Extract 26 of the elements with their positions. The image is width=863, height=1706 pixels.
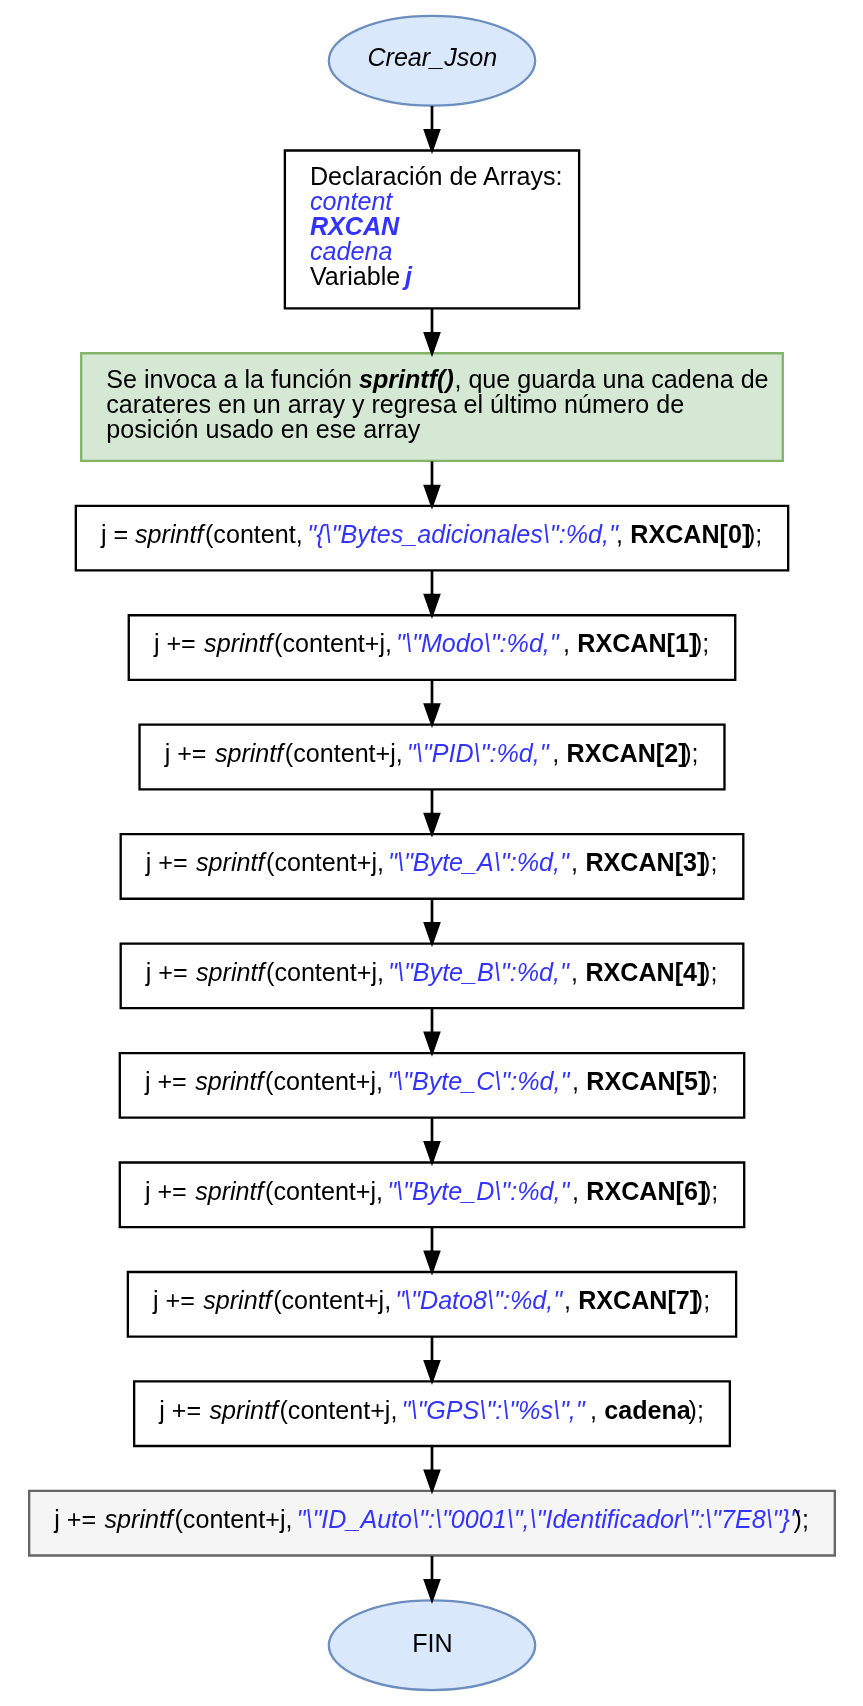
arrow xyxy=(422,1117,441,1167)
arrow xyxy=(422,789,441,838)
arrow xyxy=(422,898,441,948)
arrow xyxy=(422,105,441,155)
node-box: j += sprintf(content+j, "\"Byte_B\":%d,", RXCAN[4]); xyxy=(119,942,744,1010)
arrow xyxy=(422,1336,441,1386)
arrow xyxy=(422,1008,441,1057)
arrow xyxy=(422,1227,441,1276)
node-box: j += sprintf(content+j, "\"Byte_D\":%d,", RXCAN[6]); xyxy=(118,1161,745,1229)
node-box: j += sprintf(content+j, "\"Byte_C\":%d,", RXCAN[5]); xyxy=(118,1051,745,1119)
arrow xyxy=(422,461,441,510)
node-box: Se invoca a la función sprintf(), que guarda una cadena de carateres en un array y regresa el último número de posición usado en ese array xyxy=(79,352,784,463)
arrow xyxy=(422,570,441,619)
arrow xyxy=(422,308,441,358)
node-box: Declaración de Arrays: content RXCAN cadena Variable j xyxy=(283,149,580,310)
arrow xyxy=(422,679,441,729)
node-ellipse: FIN xyxy=(327,1599,536,1692)
node-box: j += sprintf(content+j, "\"Modo\":%d,", RXCAN[1]); xyxy=(127,614,736,681)
node-ellipse: Crear_Json xyxy=(327,14,536,107)
node-box: j += sprintf(content+j, "\"Byte_A\":%d,", RXCAN[3]); xyxy=(119,833,744,900)
node-box: j = sprintf(content, "{\"Bytes_adicionales\":%d,", RXCAN[0]); xyxy=(74,504,789,572)
arrow xyxy=(422,1446,441,1495)
node-box: j += sprintf(content+j, "\"Dato8\":%d,", RXCAN[7]); xyxy=(126,1270,737,1338)
arrow xyxy=(422,1556,441,1605)
node-box: j += sprintf(content+j, "\"GPS\":\"%s\",", cadena); xyxy=(132,1380,731,1448)
node-box: j += sprintf(content+j, "\"PID\":%d,", RXCAN[2]); xyxy=(137,723,726,791)
